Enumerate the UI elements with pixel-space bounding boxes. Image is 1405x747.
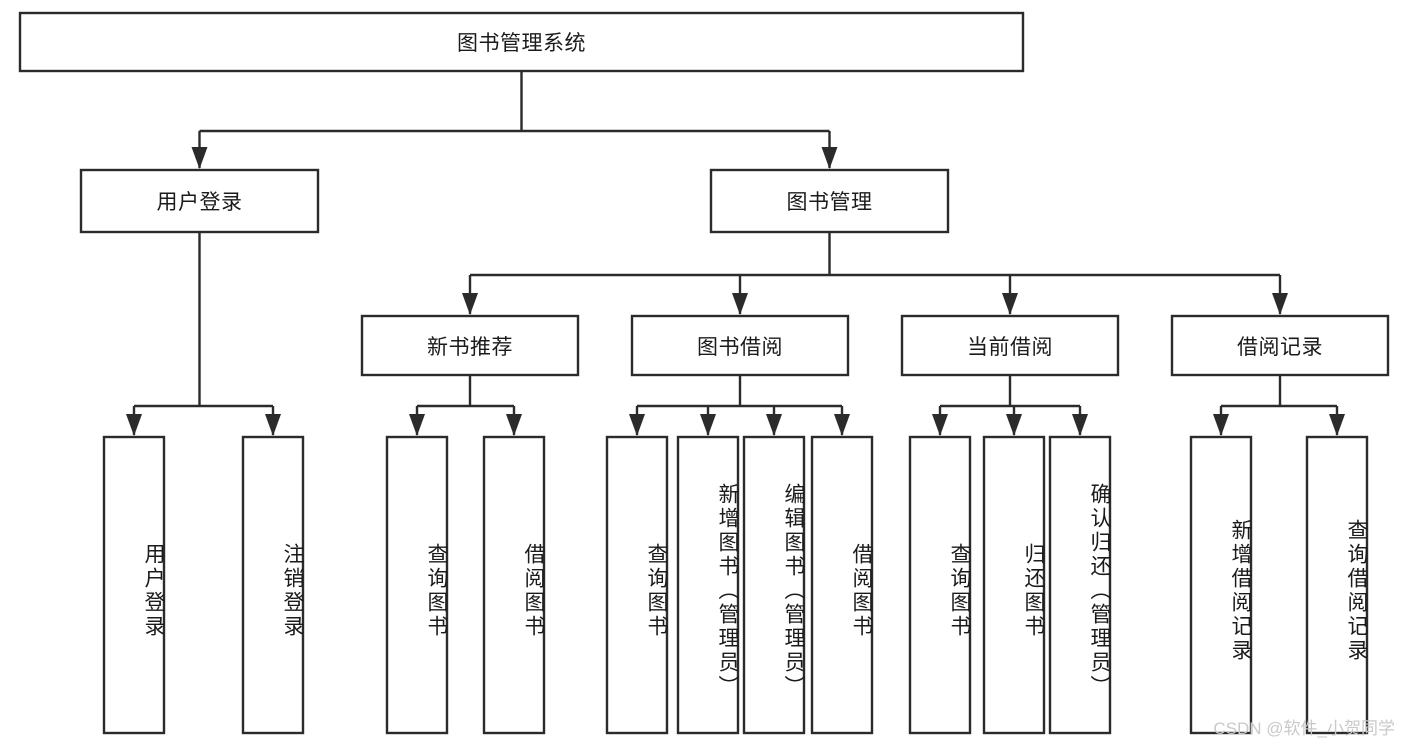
arrow-head-book-borrow xyxy=(732,293,748,315)
connector-lines xyxy=(126,71,1345,436)
node-box-leaf-query-book-cur[interactable] xyxy=(908,435,972,735)
node-box-current-borrow[interactable] xyxy=(900,314,1120,377)
arrow-head-user-login xyxy=(191,147,208,169)
arrow-head-book-manage xyxy=(821,147,838,169)
arrow-head-leaf-add-book xyxy=(700,414,716,436)
node-box-borrow-record[interactable] xyxy=(1170,314,1390,377)
arrow-head-leaf-return-book xyxy=(1006,414,1022,436)
arrow-head-leaf-borrow-book-rec xyxy=(506,414,522,436)
arrow-head-leaf-query-record xyxy=(1329,414,1345,436)
node-box-leaf-query-record[interactable] xyxy=(1305,435,1369,735)
arrow-head-leaf-query-book-rec xyxy=(409,414,425,436)
node-box-leaf-add-book[interactable] xyxy=(676,435,740,735)
node-box-root[interactable] xyxy=(18,11,1025,73)
arrow-head-leaf-query-book-cur xyxy=(932,414,948,436)
arrow-head-leaf-add-record xyxy=(1213,414,1229,436)
node-box-leaf-confirm-return[interactable] xyxy=(1048,435,1112,735)
arrow-head-leaf-user-login xyxy=(126,414,142,436)
node-box-leaf-query-book-bor[interactable] xyxy=(605,435,669,735)
arrow-head-leaf-query-book-bor xyxy=(629,414,645,436)
arrow-head-leaf-confirm-return xyxy=(1072,414,1088,436)
arrow-head-borrow-record xyxy=(1272,293,1288,315)
arrow-head-new-book-rec xyxy=(462,293,478,315)
node-box-user-login[interactable] xyxy=(79,168,320,234)
node-box-book-manage[interactable] xyxy=(709,168,950,234)
arrow-head-current-borrow xyxy=(1002,293,1018,315)
arrow-head-leaf-edit-book xyxy=(766,414,782,436)
node-box-new-book-rec[interactable] xyxy=(360,314,580,377)
node-box-leaf-borrow-book-rec[interactable] xyxy=(482,435,546,735)
node-box-leaf-borrow-book-bor[interactable] xyxy=(810,435,874,735)
node-box-leaf-add-record[interactable] xyxy=(1189,435,1253,735)
arrow-head-leaf-borrow-book-bor xyxy=(834,414,850,436)
node-box-leaf-user-login[interactable] xyxy=(102,435,166,735)
node-box-leaf-user-logout[interactable] xyxy=(241,435,305,735)
arrow-head-leaf-user-logout xyxy=(265,414,281,436)
node-box-leaf-query-book-rec[interactable] xyxy=(385,435,449,735)
node-box-leaf-return-book[interactable] xyxy=(982,435,1046,735)
node-box-book-borrow[interactable] xyxy=(630,314,850,377)
node-box-leaf-edit-book[interactable] xyxy=(742,435,806,735)
node-boxes xyxy=(18,11,1390,735)
